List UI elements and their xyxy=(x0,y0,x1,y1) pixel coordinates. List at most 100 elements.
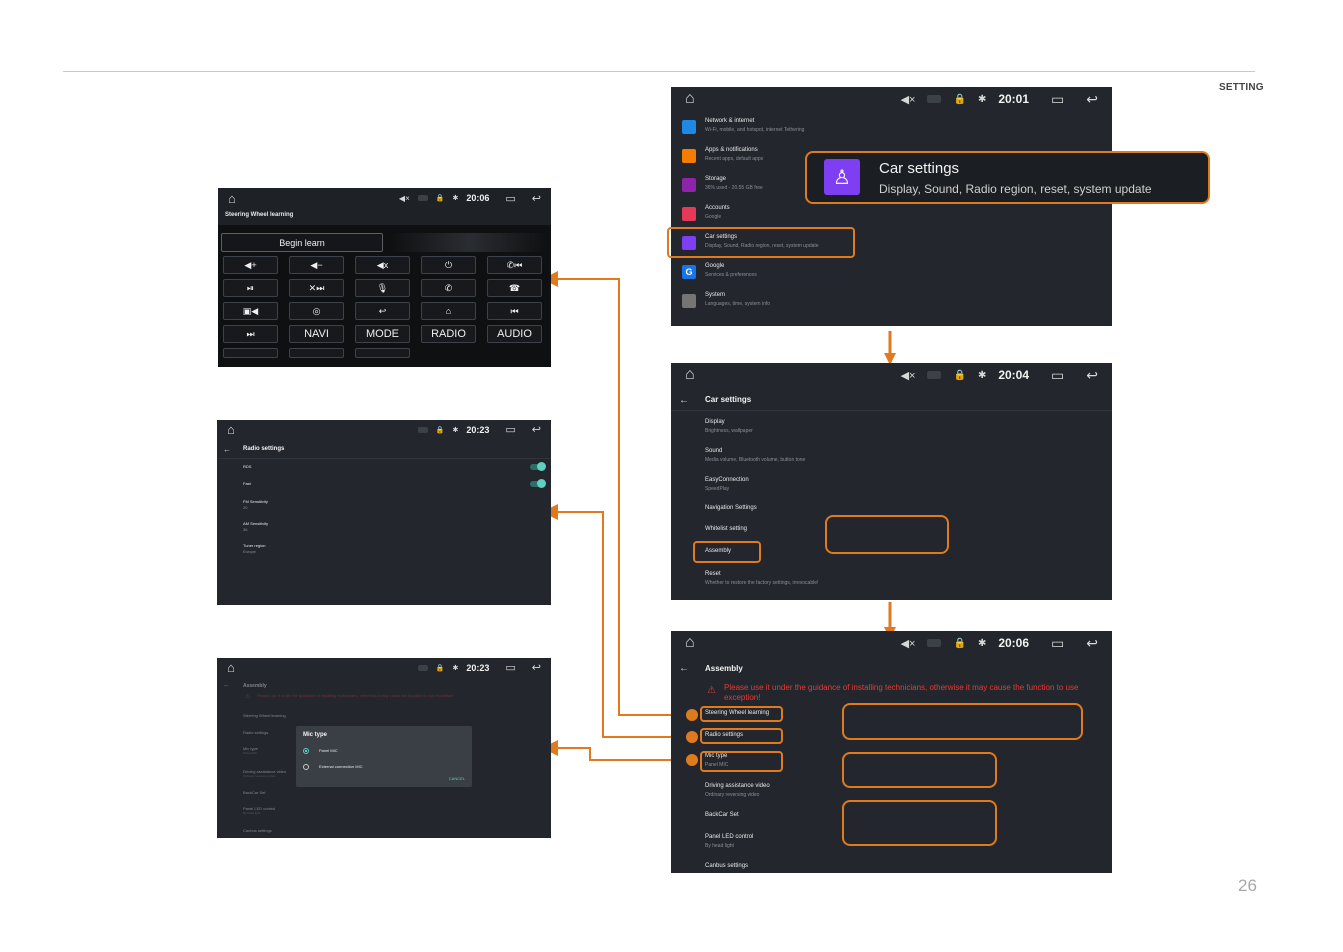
toggle-switch[interactable] xyxy=(530,462,546,471)
radio-unselected-icon[interactable] xyxy=(303,764,309,770)
assembly-item[interactable]: Steering Wheel learning xyxy=(671,710,1112,730)
next-track-icon[interactable]: ⏭ xyxy=(223,325,278,343)
learn-button-partial[interactable] xyxy=(223,348,278,358)
lock-icon: 🔒 xyxy=(953,369,966,381)
power-icon[interactable]: ⏻ xyxy=(421,256,476,274)
lock-icon: 🔒 xyxy=(435,426,445,434)
back-arrow-icon[interactable]: ← xyxy=(223,445,231,454)
begin-learn-button[interactable]: Begin learn xyxy=(221,233,383,252)
back-icon[interactable]: ↩ xyxy=(1086,90,1098,107)
home-icon[interactable]: ⌂ xyxy=(685,634,695,651)
radio-selected-icon[interactable] xyxy=(303,748,309,754)
recent-apps-icon[interactable]: ▭ xyxy=(505,662,516,674)
mute-icon[interactable]: ◀x xyxy=(355,256,410,274)
back-icon[interactable]: ↩ xyxy=(355,302,410,320)
call-previous-icon: ✆⏮ xyxy=(506,259,523,270)
car-settings-item[interactable]: Navigation Settings xyxy=(671,505,1112,525)
toggle-switch[interactable] xyxy=(530,479,546,488)
hang-up-icon[interactable]: ☎ xyxy=(487,279,542,297)
mic-option[interactable]: External connection MIC xyxy=(303,763,463,773)
recent-apps-icon[interactable]: ▭ xyxy=(505,192,516,205)
arrow-radio-to-screen xyxy=(542,504,693,738)
warning-icon: ⚠ xyxy=(245,694,251,700)
audio-button[interactable]: AUDIO xyxy=(487,325,542,343)
radio-settings-item[interactable]: RDS xyxy=(217,462,551,480)
accounts-icon xyxy=(682,207,696,221)
back-arrow-icon[interactable]: ← xyxy=(679,395,689,406)
assembly-item[interactable]: Radio settings xyxy=(671,732,1112,752)
microphone-icon[interactable]: 🎙 xyxy=(355,279,410,297)
home-icon[interactable]: ⌂ xyxy=(685,366,695,383)
call-previous-icon[interactable]: ✆⏮ xyxy=(487,256,542,274)
back-icon[interactable]: ↩ xyxy=(531,662,541,674)
back-arrow-icon[interactable]: ← xyxy=(679,663,689,674)
dialog-cancel-button[interactable]: CANCEL xyxy=(448,776,465,781)
storage-icon xyxy=(682,178,696,192)
back-icon[interactable]: ↩ xyxy=(531,192,541,205)
back-icon[interactable]: ↩ xyxy=(1086,366,1098,383)
dim-overlay-content: ← Assembly ⚠ Please use it under the gui… xyxy=(217,677,551,838)
mic-option[interactable]: Panel MIC xyxy=(303,747,463,757)
arrow-steering-to-screen xyxy=(542,271,693,716)
assembly-item-title: Radio settings xyxy=(705,732,744,738)
assembly-item[interactable]: BackCar Set xyxy=(671,812,1112,832)
car-settings-item-subtitle: Media volume, Bluetooth volume, button t… xyxy=(705,457,806,463)
radio-button[interactable]: RADIO xyxy=(421,325,476,343)
car-settings-item[interactable]: Whitelist setting xyxy=(671,526,1112,546)
previous-track-icon[interactable]: ⏮ xyxy=(487,302,542,320)
navi-button[interactable]: NAVI xyxy=(289,325,344,343)
radio-item-subtitle: 36 xyxy=(243,527,248,532)
home-icon[interactable]: ⌂ xyxy=(227,422,235,437)
mode-button[interactable]: MODE xyxy=(355,325,410,343)
home-icon[interactable]: ⌂ xyxy=(227,660,235,675)
recent-apps-icon[interactable]: ▭ xyxy=(1051,634,1065,651)
home-icon[interactable]: ⌂ xyxy=(685,90,695,107)
mute-icon: ◀× xyxy=(398,193,410,203)
assembly-item-subtitle: Ordinary reversing video xyxy=(705,792,760,798)
mute-next-icon[interactable]: ✕⏭ xyxy=(289,279,344,297)
play-pause-icon[interactable]: ⏯ xyxy=(223,279,278,297)
recent-apps-icon[interactable]: ▭ xyxy=(1051,366,1065,383)
warning-icon: ⚠ xyxy=(707,685,716,696)
mic-highlight xyxy=(700,751,783,772)
home-icon[interactable]: ⌂ xyxy=(421,302,476,320)
recent-apps-icon[interactable]: ▭ xyxy=(1051,90,1065,107)
bluetooth-icon: ✱ xyxy=(452,664,459,672)
mode-speaker-icon[interactable]: ▣◀ xyxy=(223,302,278,320)
phone-icon[interactable]: ✆ xyxy=(421,279,476,297)
radio-settings-item[interactable]: Fast xyxy=(217,479,551,497)
volume-down-icon[interactable]: ◀− xyxy=(289,256,344,274)
learn-button-partial[interactable] xyxy=(289,348,344,358)
back-icon[interactable]: ↩ xyxy=(531,424,541,436)
mute-icon: ◀× xyxy=(900,637,916,650)
car-settings-item[interactable]: Assembly xyxy=(671,548,1112,568)
assembly-item[interactable]: Canbus settings xyxy=(671,863,1112,873)
volume-up-icon[interactable]: ◀+ xyxy=(223,256,278,274)
recent-apps-icon[interactable]: ▭ xyxy=(505,424,516,436)
mic-bg-item: BackCar Set xyxy=(217,790,551,804)
back-icon[interactable]: ↩ xyxy=(1086,634,1098,651)
learn-button-partial[interactable] xyxy=(355,348,410,358)
assembly-item-subtitle: By head light xyxy=(705,843,734,849)
car-settings-screen: ⌂ ◀× 🔒 ✱ 20:04 ▭ ↩ ← Car settings Displa… xyxy=(671,363,1112,600)
car-settings-item-title: Navigation Settings xyxy=(705,505,757,511)
home-icon[interactable]: ⌂ xyxy=(228,190,236,206)
voice-assistant-icon[interactable]: ◎ xyxy=(289,302,344,320)
